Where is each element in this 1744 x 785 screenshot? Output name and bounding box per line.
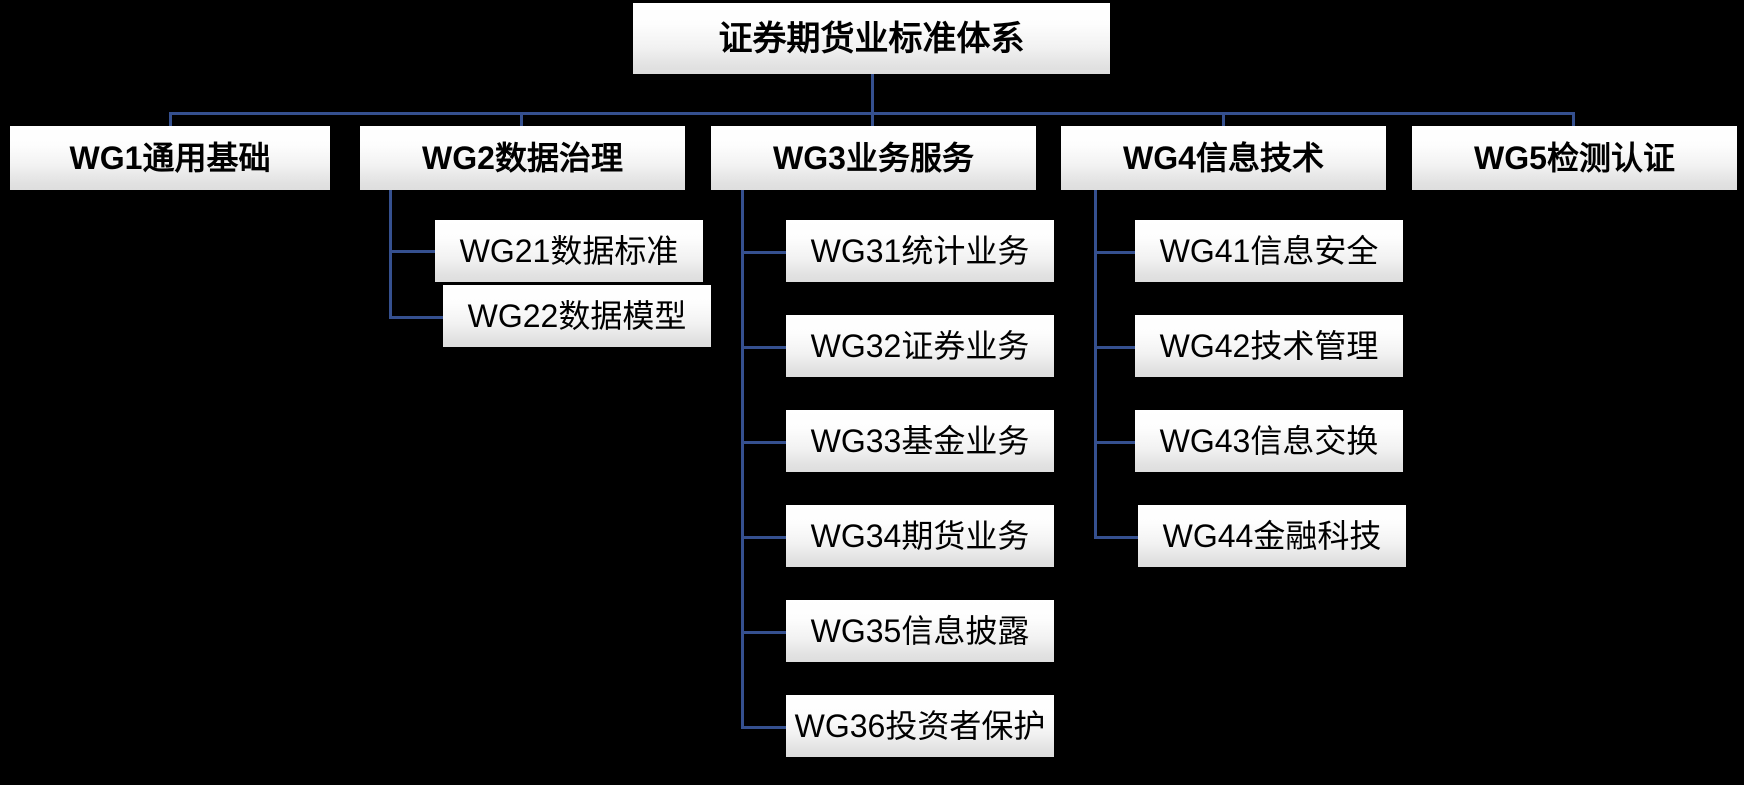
node-wg4[interactable]: WG4信息技术 [1061, 126, 1386, 190]
node-wg21[interactable]: WG21数据标准 [435, 220, 703, 282]
node-wg2-label: WG2数据治理 [422, 140, 623, 176]
connector-wg3-to-wg35 [741, 631, 786, 634]
connector-wg4-to-wg42 [1094, 346, 1139, 349]
connector-root-stem [871, 74, 874, 114]
node-wg21-label: WG21数据标准 [459, 233, 679, 269]
node-wg33-label: WG33基金业务 [810, 423, 1030, 459]
node-wg43-label: WG43信息交换 [1159, 423, 1379, 459]
node-wg34-label: WG34期货业务 [810, 518, 1030, 554]
node-wg34[interactable]: WG34期货业务 [786, 505, 1054, 567]
node-wg35[interactable]: WG35信息披露 [786, 600, 1054, 662]
connector-wg2-to-wg21 [389, 250, 436, 253]
connector-wg3-to-wg36 [741, 726, 786, 729]
node-wg4-label: WG4信息技术 [1123, 140, 1324, 176]
node-wg41[interactable]: WG41信息安全 [1135, 220, 1403, 282]
connector-wg2-to-wg22 [389, 316, 444, 319]
node-wg22-label: WG22数据模型 [467, 298, 687, 334]
node-wg22[interactable]: WG22数据模型 [443, 285, 711, 347]
node-wg44[interactable]: WG44金融科技 [1138, 505, 1406, 567]
connector-drop-wg4 [1222, 112, 1225, 128]
connector-wg3-to-wg34 [741, 536, 786, 539]
node-wg3-label: WG3业务服务 [773, 140, 974, 176]
connector-wg4-to-wg43 [1094, 441, 1139, 444]
node-wg2[interactable]: WG2数据治理 [360, 126, 685, 190]
connector-wg4-to-wg41 [1094, 251, 1139, 254]
node-wg1[interactable]: WG1通用基础 [10, 126, 330, 190]
connector-drop-wg2 [520, 112, 523, 128]
node-wg43[interactable]: WG43信息交换 [1135, 410, 1403, 472]
node-wg5-label: WG5检测认证 [1474, 140, 1675, 176]
node-wg42-label: WG42技术管理 [1159, 328, 1379, 364]
node-wg35-label: WG35信息披露 [810, 613, 1030, 649]
connector-wg3-spine [741, 190, 744, 728]
node-root-label: 证券期货业标准体系 [718, 19, 1025, 58]
connector-wg4-spine [1094, 190, 1097, 538]
node-wg36-label: WG36投资者保护 [794, 708, 1046, 744]
node-wg5[interactable]: WG5检测认证 [1412, 126, 1737, 190]
connector-wg2-spine [389, 190, 392, 318]
node-wg42[interactable]: WG42技术管理 [1135, 315, 1403, 377]
node-wg32-label: WG32证券业务 [810, 328, 1030, 364]
node-wg32[interactable]: WG32证券业务 [786, 315, 1054, 377]
node-root[interactable]: 证券期货业标准体系 [633, 3, 1110, 74]
connector-wg4-to-wg44 [1094, 536, 1139, 539]
connector-wg3-to-wg31 [741, 251, 786, 254]
node-wg41-label: WG41信息安全 [1159, 233, 1379, 269]
node-wg31[interactable]: WG31统计业务 [786, 220, 1054, 282]
connector-wg3-to-wg32 [741, 346, 786, 349]
node-wg33[interactable]: WG33基金业务 [786, 410, 1054, 472]
connector-wg3-to-wg33 [741, 441, 786, 444]
node-wg31-label: WG31统计业务 [810, 233, 1030, 269]
node-wg1-label: WG1通用基础 [69, 140, 271, 176]
node-wg44-label: WG44金融科技 [1162, 518, 1382, 554]
node-wg3[interactable]: WG3业务服务 [711, 126, 1036, 190]
connector-drop-wg5 [1572, 112, 1575, 128]
connector-drop-wg1 [169, 112, 172, 128]
connector-drop-wg3 [871, 112, 874, 128]
node-wg36[interactable]: WG36投资者保护 [786, 695, 1054, 757]
